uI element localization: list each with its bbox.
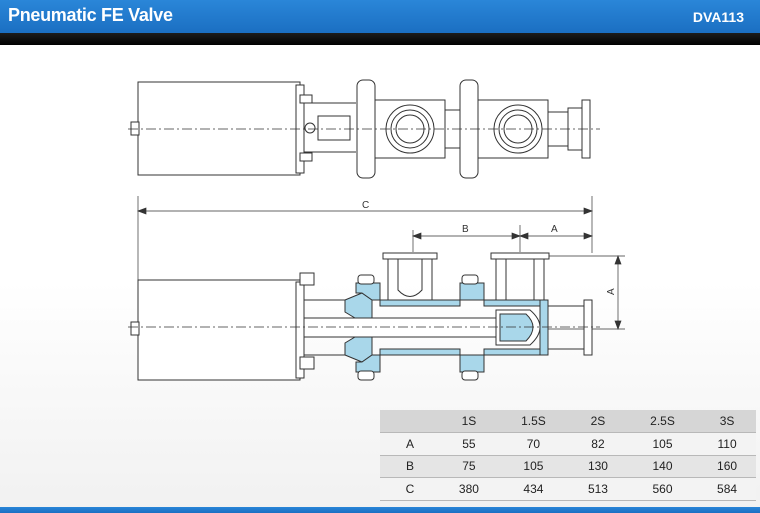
valve-technical-drawing: C B A A: [128, 79, 625, 381]
top-view: [128, 79, 600, 179]
table-row: C 380 434 513 560 584: [380, 477, 756, 501]
table-header-cell: 1S: [440, 410, 498, 433]
product-code: DVA113: [692, 9, 744, 25]
footer-bar: [0, 507, 760, 513]
row-label: B: [380, 455, 440, 478]
table-cell: 105: [626, 432, 699, 456]
table-header-row: 1S 1.5S 2S 2.5S 3S: [380, 410, 756, 433]
table-header-cell: 3S: [698, 410, 756, 433]
dim-label-c: C: [362, 200, 369, 211]
table-cell: 140: [626, 455, 699, 478]
table-row: A 55 70 82 105 110: [380, 432, 756, 456]
table-cell: 584: [698, 477, 756, 501]
dimension-table: 1S 1.5S 2S 2.5S 3S A 55 70 82 105 110 B …: [380, 410, 756, 501]
section-view: [128, 252, 600, 381]
table-row: B 75 105 130 140 160: [380, 455, 756, 478]
table-cell: 105: [497, 455, 570, 478]
dim-label-a-vertical: A: [606, 288, 617, 295]
row-label: A: [380, 432, 440, 456]
table-header-cell: 2S: [569, 410, 627, 433]
table-cell: 434: [497, 477, 570, 501]
dim-label-a: A: [551, 224, 558, 235]
table-header-cell: 2.5S: [626, 410, 699, 433]
table-cell: 110: [698, 432, 756, 456]
table-cell: 70: [497, 432, 570, 456]
row-label: C: [380, 477, 440, 501]
table-cell: 380: [440, 477, 498, 501]
table-cell: 130: [569, 455, 627, 478]
table-cell: 75: [440, 455, 498, 478]
header-divider: [0, 33, 760, 45]
table-header-cell: 1.5S: [497, 410, 570, 433]
table-cell: 160: [698, 455, 756, 478]
dim-label-b: B: [462, 224, 469, 235]
page-title: Pneumatic FE Valve: [8, 5, 173, 25]
table-cell: 560: [626, 477, 699, 501]
table-header-cell: [380, 410, 440, 433]
table-cell: 55: [440, 432, 498, 456]
table-cell: 513: [569, 477, 627, 501]
header-bar: Pneumatic FE Valve DVA113: [0, 0, 760, 33]
table-cell: 82: [569, 432, 627, 456]
